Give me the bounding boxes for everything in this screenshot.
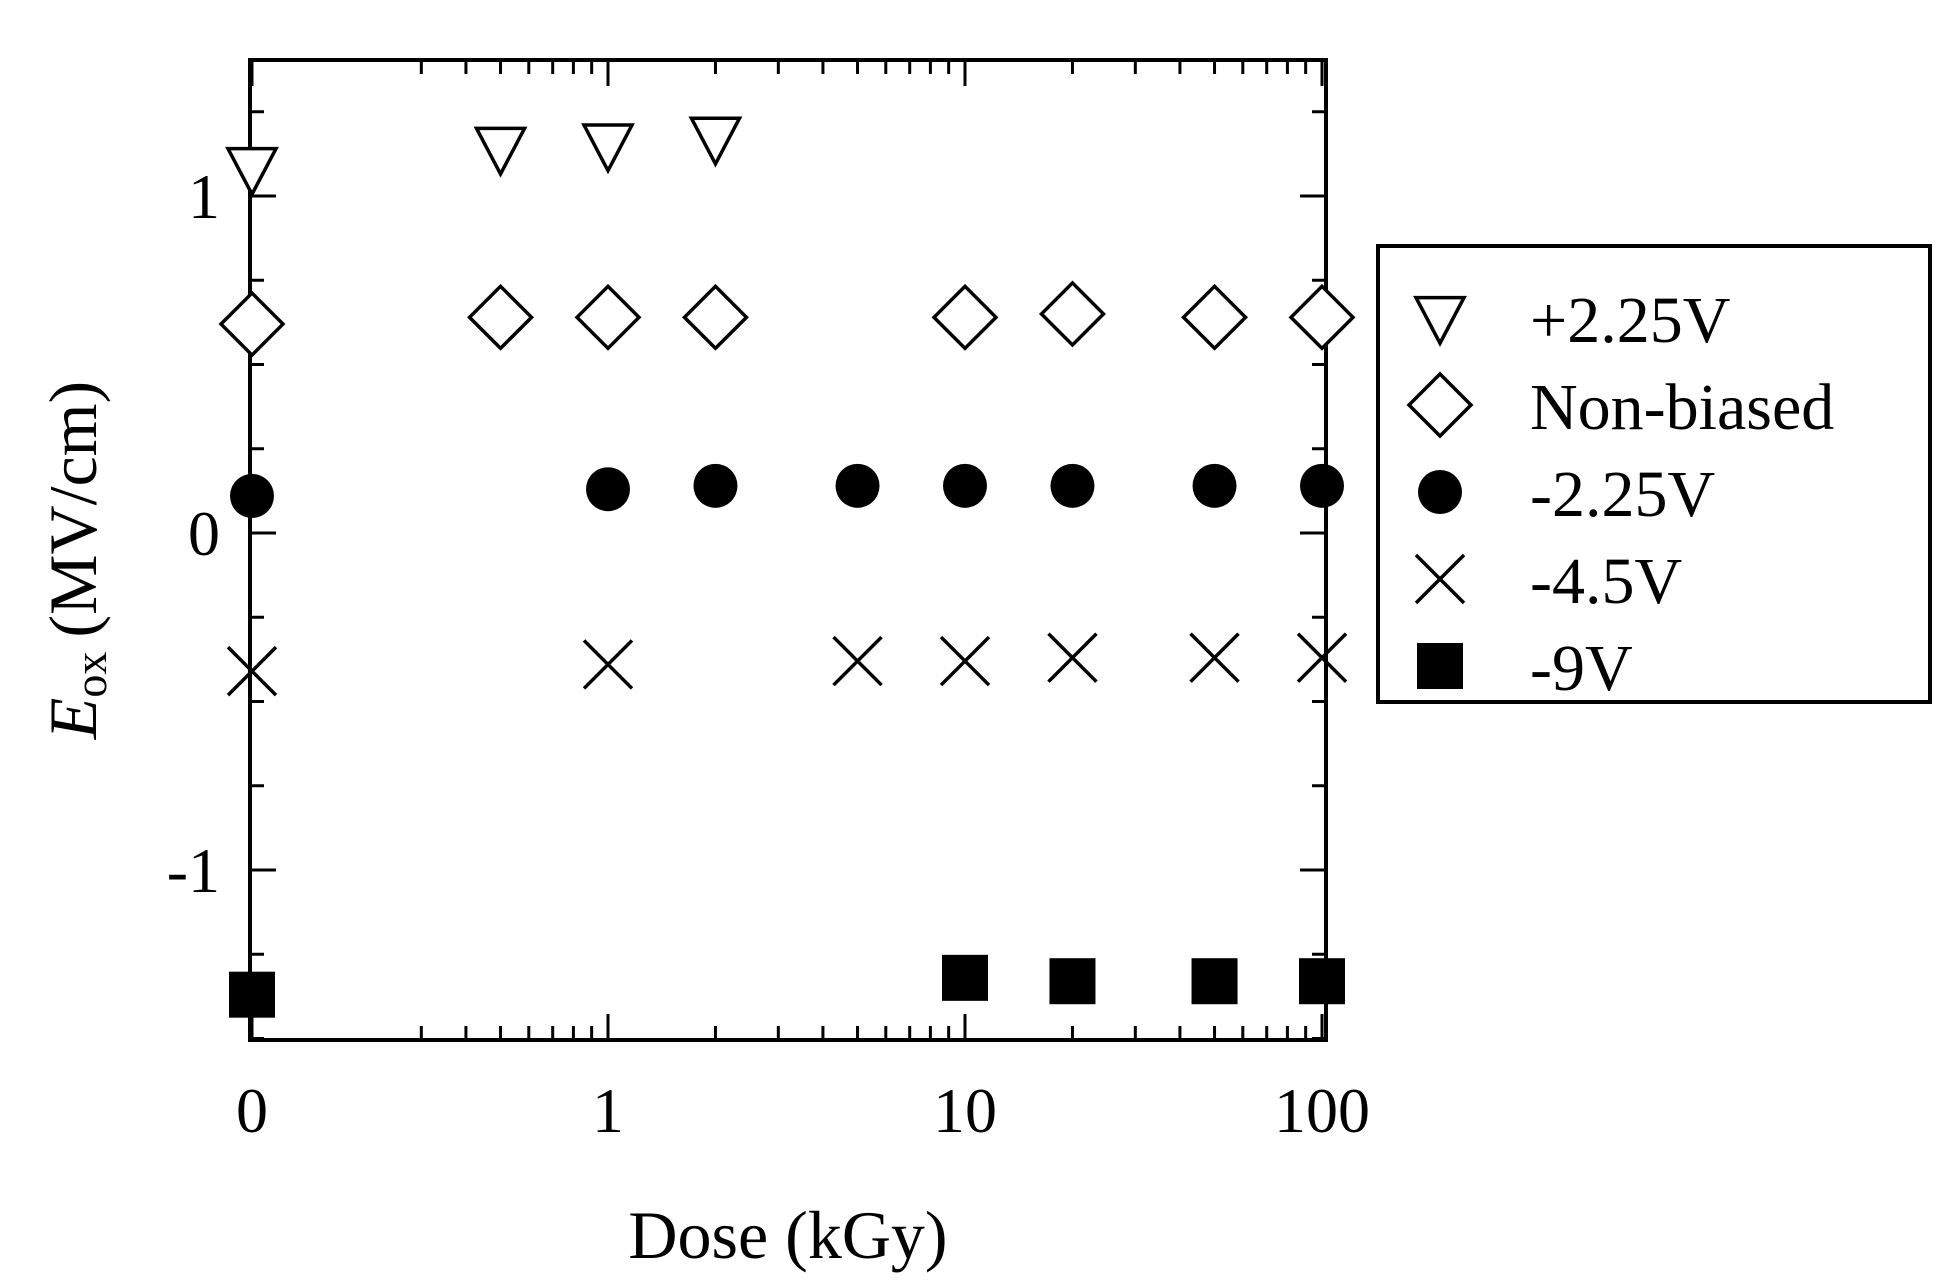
data-point (1300, 463, 1344, 508)
legend-marker (1417, 643, 1463, 689)
data-point (835, 463, 880, 508)
y-axis-symbol: E (35, 698, 111, 741)
x-tick-label: 100 (1274, 1075, 1370, 1146)
data-point (229, 971, 275, 1018)
series-group (225, 116, 743, 198)
data-point (1296, 632, 1348, 683)
x-tick-label: 0 (236, 1075, 268, 1146)
data-point (218, 290, 286, 358)
data-point (681, 283, 749, 351)
data-point (1288, 283, 1356, 351)
data-point (943, 463, 987, 508)
data-point (1189, 632, 1240, 683)
data-point (586, 467, 630, 512)
legend-label: +2.25V (1530, 284, 1730, 357)
data-point (931, 283, 999, 351)
data-point (1049, 958, 1096, 1005)
data-point (574, 283, 642, 351)
legend-marker (1406, 371, 1474, 439)
data-point (225, 146, 279, 198)
y-axis-unit: (MV/cm) (35, 381, 111, 638)
data-point (1181, 283, 1249, 351)
data-point (693, 463, 738, 508)
data-point (467, 283, 535, 351)
y-axis-label: Eox (MV/cm) (35, 381, 116, 740)
legend-box (1376, 244, 1932, 704)
data-point (582, 639, 634, 690)
data-point (1050, 463, 1095, 508)
data-point (939, 635, 991, 687)
data-point (230, 473, 274, 518)
data-point (688, 116, 743, 168)
data-point (1191, 958, 1238, 1005)
legend-marker (1418, 470, 1462, 514)
legend-label: -2.25V (1530, 458, 1715, 531)
data-point (1038, 280, 1106, 348)
y-tick-label: -1 (167, 835, 220, 906)
series-group (226, 632, 1348, 697)
data-point (1192, 463, 1237, 508)
legend-marker (1413, 295, 1467, 347)
x-tick-label: 1 (592, 1075, 624, 1146)
data-point (1047, 632, 1098, 683)
legend: +2.25V Non-biased -2.25V -4.5V -9V (1406, 284, 1834, 705)
data-markers (218, 116, 1356, 1018)
data-point (226, 645, 278, 697)
y-tick-label: 1 (188, 161, 220, 232)
y-tick-label: 0 (188, 498, 220, 569)
series-group (230, 463, 1344, 518)
x-tick-label: 10 (933, 1075, 997, 1146)
axis-ticks (250, 60, 1326, 1040)
x-axis-label: Dose (kGy) (628, 1197, 947, 1273)
data-point (942, 954, 988, 1001)
legend-label: -4.5V (1530, 545, 1682, 618)
data-point (473, 126, 528, 178)
legend-label: -9V (1530, 632, 1633, 705)
legend-label: Non-biased (1530, 371, 1834, 444)
data-point (1299, 958, 1345, 1005)
plot-frame (248, 58, 1328, 1042)
legend-marker (1414, 553, 1466, 605)
y-axis-subscript: ox (65, 652, 116, 698)
series-group (218, 280, 1356, 358)
series-group (229, 954, 1345, 1018)
data-point (832, 635, 883, 687)
data-point (581, 123, 635, 175)
